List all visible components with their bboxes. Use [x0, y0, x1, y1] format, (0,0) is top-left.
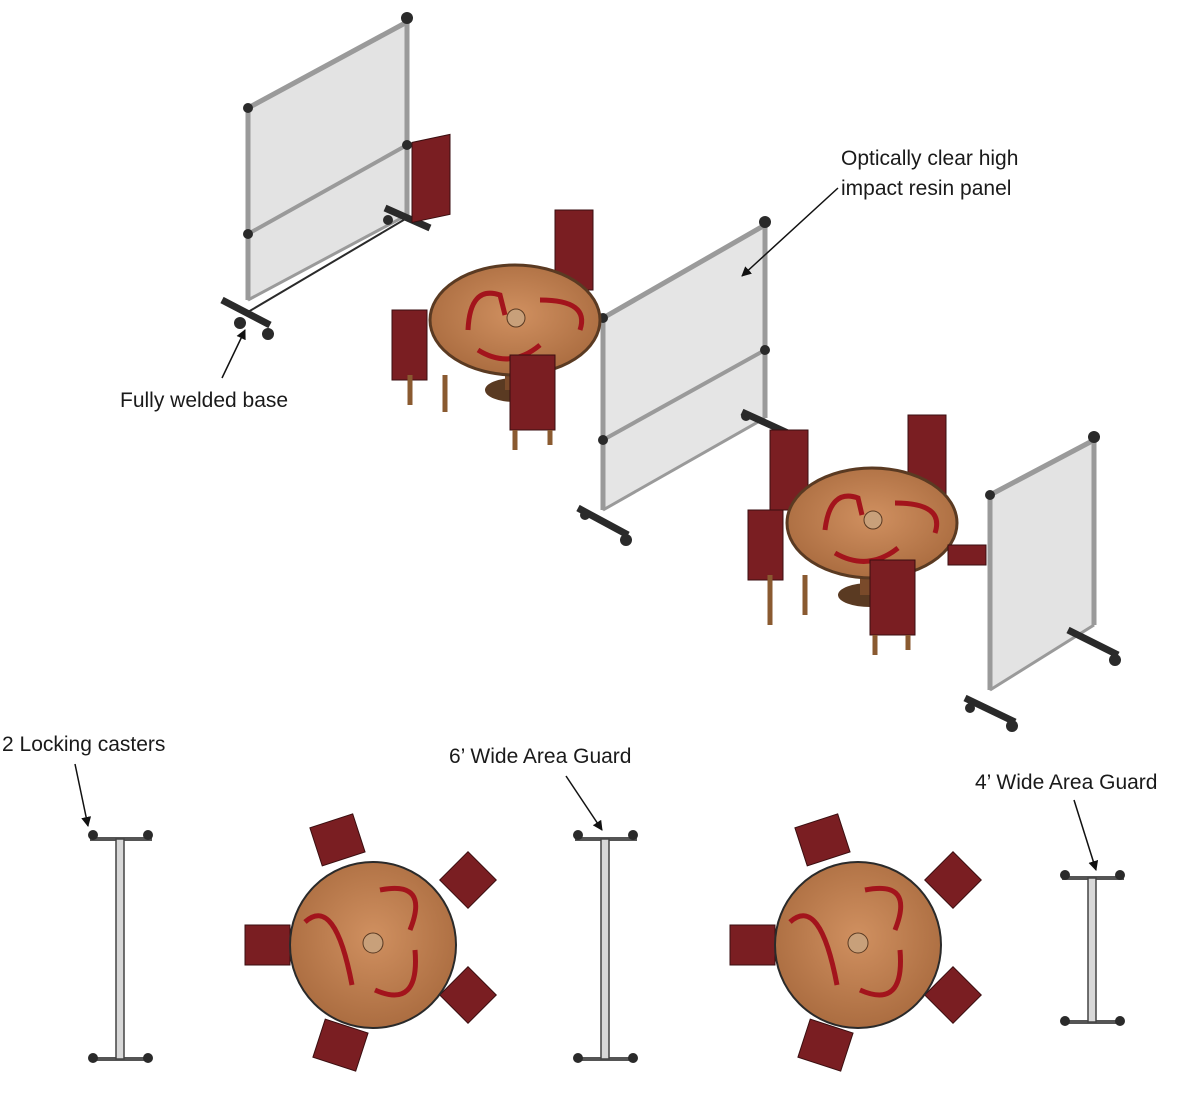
welded-base-callout: Fully welded base	[120, 389, 289, 412]
caster-icon	[383, 215, 393, 225]
guard-panel-1	[220, 12, 432, 340]
resin-panel-callout: Optically clear high impact resin panel	[841, 144, 1018, 204]
guard-panel-3	[963, 431, 1121, 732]
plan-table-2	[729, 813, 982, 1072]
welded-base	[220, 204, 432, 340]
plan-guard-2	[573, 830, 638, 1063]
dining-set-2	[747, 414, 987, 655]
arrow-icon	[74, 187, 1099, 871]
resin-panel-callout-line2: impact resin panel	[841, 177, 1012, 200]
resin-panel	[602, 224, 766, 511]
resin-panel	[989, 439, 1095, 691]
caster-icon	[234, 317, 246, 329]
plan-guard-3	[1060, 870, 1125, 1026]
resin-panel-callout-line1: Optically clear high	[841, 147, 1019, 170]
plan-guard-1	[88, 830, 153, 1063]
locking-casters-callout: 2 Locking casters	[2, 733, 166, 756]
caster-icon	[262, 328, 274, 340]
guard-panel-2	[576, 216, 792, 546]
guard-6ft-callout: 6’ Wide Area Guard	[449, 745, 632, 768]
guard-4ft-callout: 4’ Wide Area Guard	[975, 771, 1158, 794]
plan-table-1	[244, 813, 497, 1072]
dining-set-1	[391, 133, 602, 450]
